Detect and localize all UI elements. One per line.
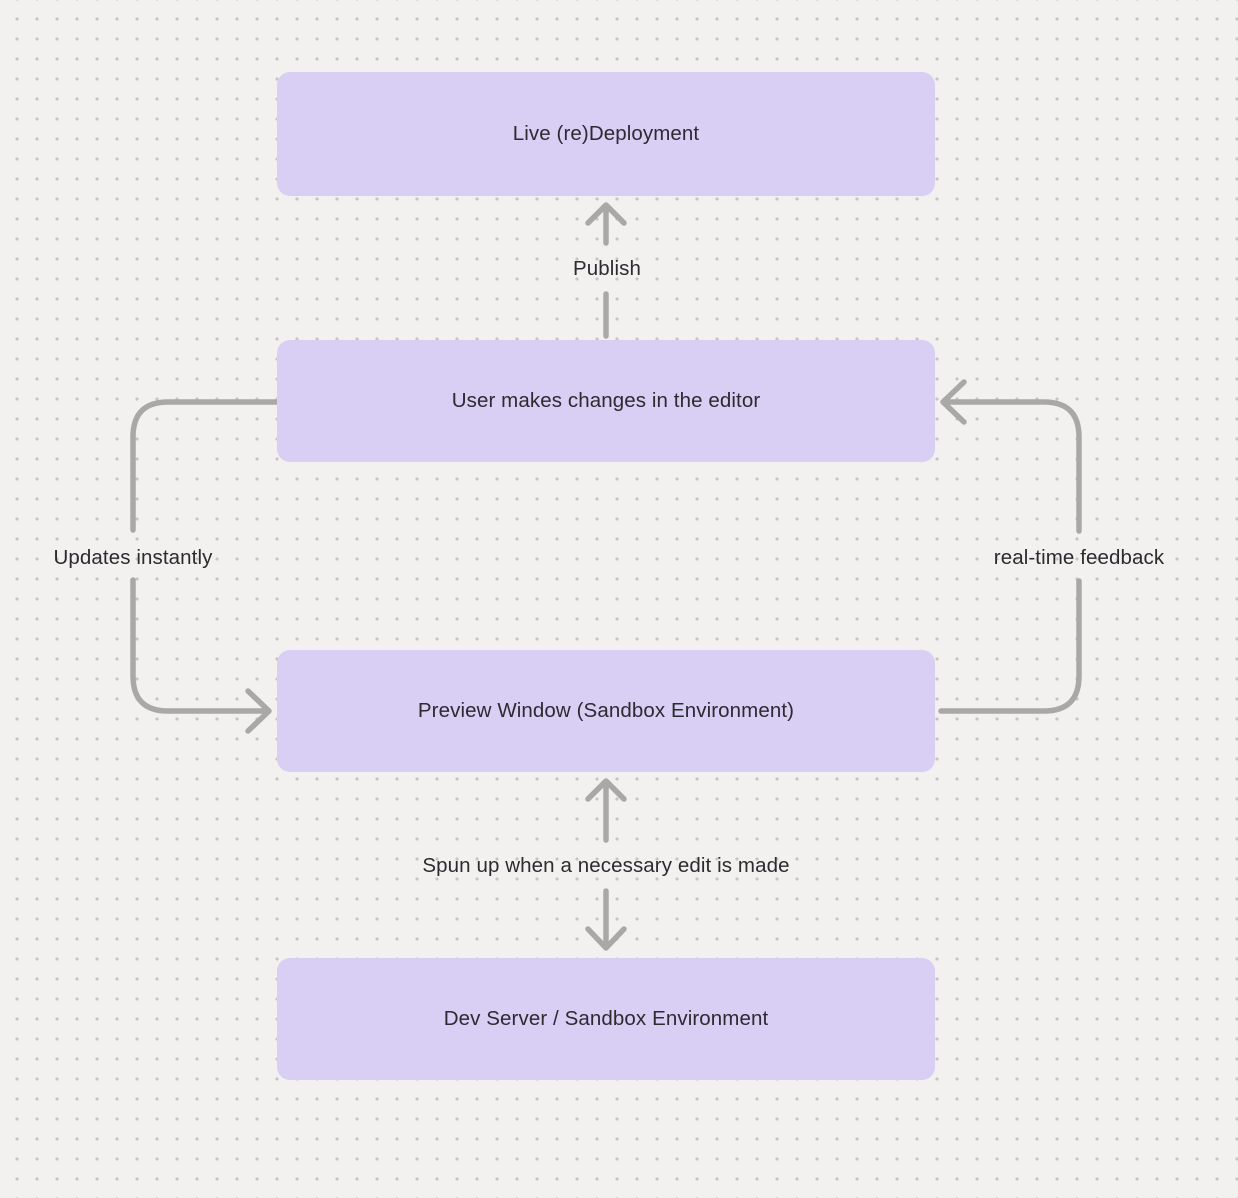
edge-real-time-feedback [938,379,1082,714]
edge-updates-instantly [130,399,280,734]
arrowhead-right-icon [245,688,272,734]
edge-label-updates-instantly: Updates instantly [53,546,213,569]
arrowhead-up-icon [585,778,627,802]
edge-label-real-time-feedback: real-time feedback [993,546,1165,569]
node-dev-server[interactable]: Dev Server / Sandbox Environment [277,958,935,1080]
edge-spun-up [585,778,627,951]
edge-publish [585,202,627,339]
edge-updates-upper [130,399,280,533]
node-user-makes-changes[interactable]: User makes changes in the editor [277,340,935,462]
arrowhead-left-icon [940,379,967,425]
edge-label-spun-up: Spun up when a necessary edit is made [422,854,790,877]
edge-feedback-lower [938,578,1082,714]
edge-label-publish: Publish [573,257,641,280]
node-preview-window[interactable]: Preview Window (Sandbox Environment) [277,650,935,772]
node-live-deployment[interactable]: Live (re)Deployment [277,72,935,196]
arrowhead-up-icon [585,202,627,226]
edge-feedback-upper [946,399,1082,534]
arrowhead-down-icon [585,926,627,951]
edge-updates-lower [130,577,265,714]
